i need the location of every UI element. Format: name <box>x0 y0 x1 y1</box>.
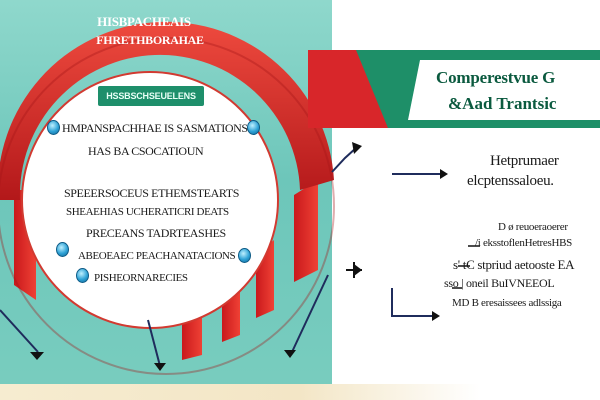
blue-bullet-icon <box>47 120 60 135</box>
arrow-heads <box>30 142 448 371</box>
connector-lines <box>0 147 444 367</box>
circle-badge: HSSBSCHSEUELENS <box>98 86 204 106</box>
circle-line: PRECEANS TADRTEASHES <box>86 226 226 240</box>
blue-bullet-icon <box>247 120 260 135</box>
arc-title-line1: HISBPACHEAIS <box>97 14 191 29</box>
banner-subtitle: &Aad Trantsic <box>448 94 557 113</box>
right-text-line: /i eksstoflenHetresHBS <box>475 237 572 249</box>
right-text-line: s' tC stpriud aetooste EA <box>453 257 575 272</box>
right-text-line: D ø reuoeraoerer <box>498 221 568 233</box>
circle-line: SPEEERSOCEUS ETHEMSTEARTS <box>64 186 239 200</box>
blue-bullet-icon <box>76 268 89 283</box>
circle-line: SHEAEHIAS UCHERATICRI DEATS <box>66 206 229 218</box>
green-red-banner <box>308 50 600 128</box>
circle-line: HMPANSPACHHAE IS SASMATIONS <box>62 121 248 135</box>
bottom-beige-strip <box>0 384 600 400</box>
right-text-line: sso | oneil BuIVNEEOL <box>444 276 555 290</box>
circle-line: HAS BA CSOCATIOUN <box>88 144 204 158</box>
right-heading-line1: Hetprumaer <box>490 153 559 169</box>
red-arc-ring <box>0 21 334 200</box>
circle-line: ABEOEAEC PEACHANATACIONS <box>78 250 236 262</box>
blue-bullet-icon <box>238 248 251 263</box>
blue-bullet-icon <box>56 242 69 257</box>
circle-line: PISHEORNARECIES <box>94 272 188 284</box>
arc-title-line2: FHRETHBORAHAE <box>96 33 204 47</box>
banner-title: Comperestvue G <box>436 68 556 87</box>
right-heading-line2: elcptenssaloeu. <box>467 173 554 189</box>
right-text-line: MD B eresaissees adlssiga <box>452 297 562 309</box>
